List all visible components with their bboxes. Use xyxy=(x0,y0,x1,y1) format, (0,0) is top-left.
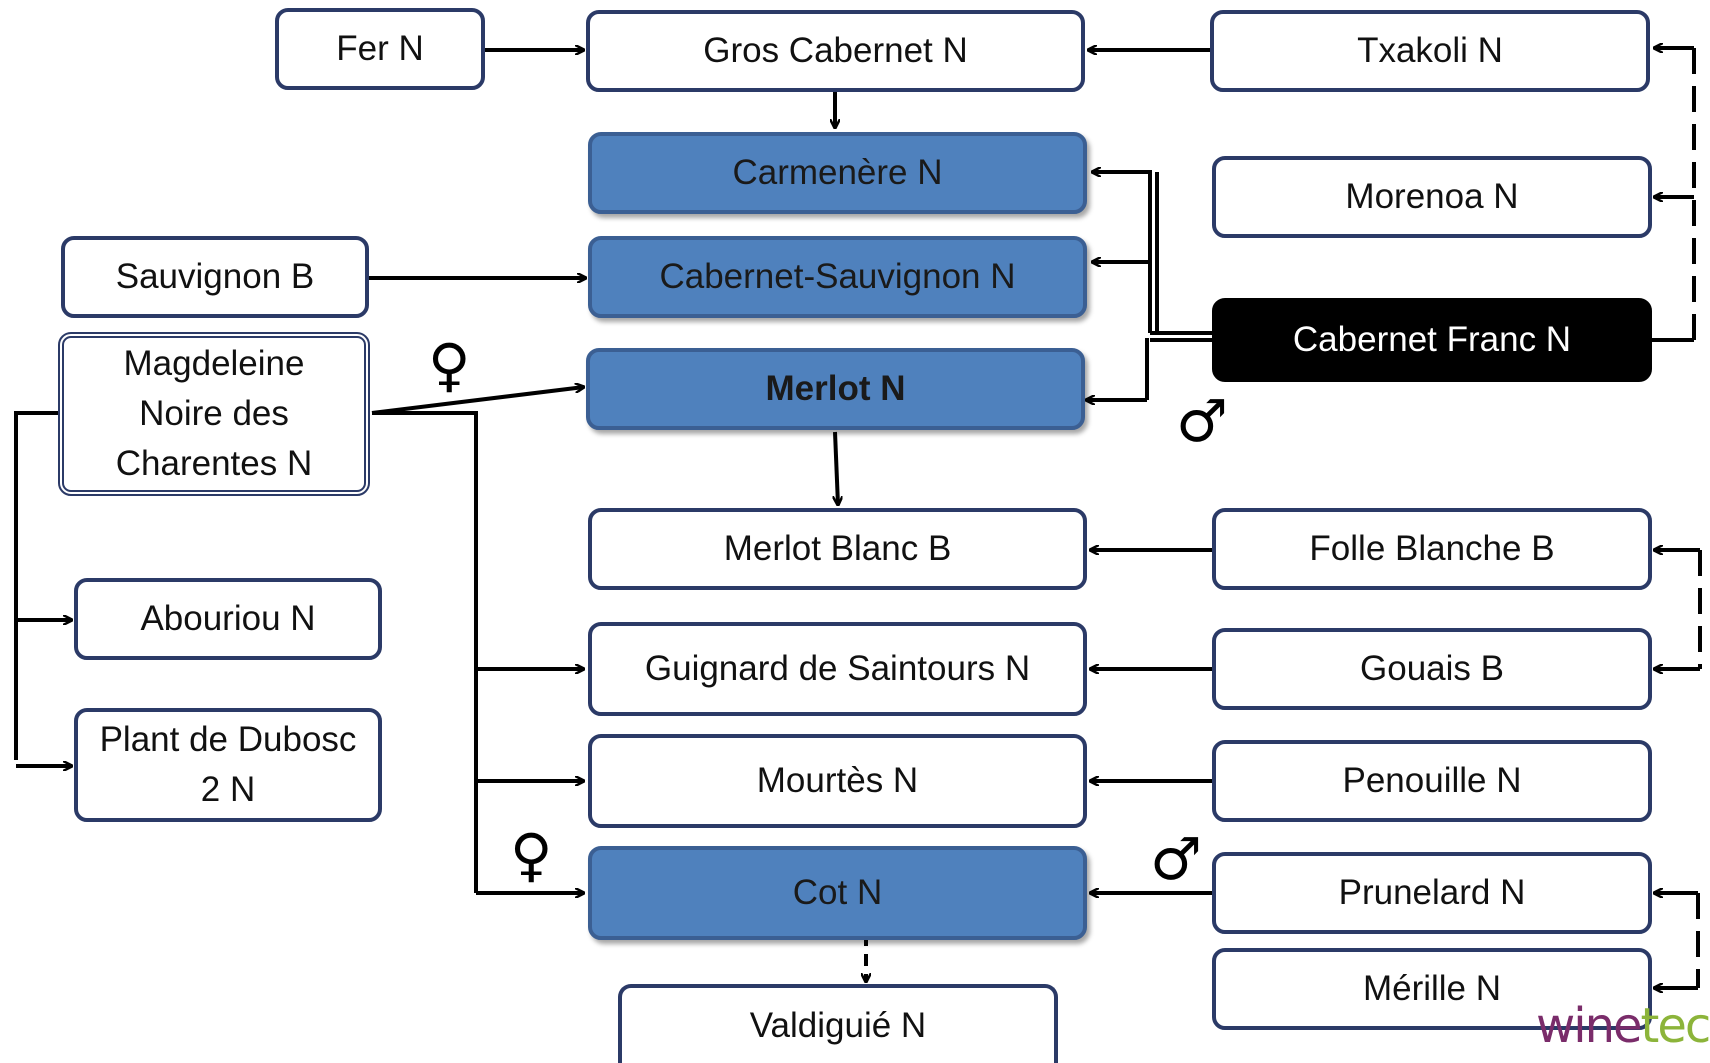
line-cabernet-franc-left xyxy=(1150,331,1212,342)
node-guignard-label: Guignard de Saintours N xyxy=(644,649,1031,688)
node-carmenere: Carmenère N xyxy=(588,132,1087,214)
male-symbol-cot: ♂ xyxy=(1150,825,1202,893)
node-cabernet-sauvignon-label: Cabernet-Sauvignon N xyxy=(659,257,1016,296)
node-gouais-label: Gouais B xyxy=(1360,649,1504,688)
node-penouille: Penouille N xyxy=(1212,740,1652,822)
node-folle-blanche: Folle Blanche B xyxy=(1212,508,1652,590)
node-prunelard: Prunelard N xyxy=(1212,852,1652,934)
node-plant-dubosc: Plant de Dubosc 2 N xyxy=(74,708,382,822)
node-morenoa: Morenoa N xyxy=(1212,156,1652,238)
node-cot: Cot N xyxy=(588,846,1087,940)
node-merlot: Merlot N xyxy=(586,348,1085,430)
line-magdeleine-trunk xyxy=(372,411,478,893)
female-symbol-merlot: ♀ xyxy=(428,331,471,399)
node-fer: Fer N xyxy=(275,8,485,90)
node-txakoli-label: Txakoli N xyxy=(1357,31,1503,70)
node-valdiguie-label: Valdiguié N xyxy=(749,1005,927,1045)
node-sauvignon-label: Sauvignon B xyxy=(115,257,315,296)
logo-part-wine: wine xyxy=(1536,1002,1643,1054)
node-gros-cabernet: Gros Cabernet N xyxy=(586,10,1085,92)
node-merille-label: Mérille N xyxy=(1362,969,1502,1008)
node-folle-blanche-label: Folle Blanche B xyxy=(1309,529,1555,568)
line-cabernet-franc-bus-upper xyxy=(1148,172,1159,333)
node-txakoli: Txakoli N xyxy=(1210,10,1650,92)
node-mourtes-label: Mourtès N xyxy=(756,761,919,800)
node-morenoa-label: Morenoa N xyxy=(1345,177,1519,216)
node-sauvignon: Sauvignon B xyxy=(61,236,369,318)
node-plant-dubosc-label: Plant de Dubosc 2 N xyxy=(99,720,357,809)
node-fer-label: Fer N xyxy=(336,29,424,68)
node-mourtes: Mourtès N xyxy=(588,734,1087,828)
node-carmenere-label: Carmenère N xyxy=(732,153,943,192)
male-symbol-merlot: ♂ xyxy=(1176,387,1228,455)
node-merille: Mérille N xyxy=(1212,948,1652,1030)
node-cot-label: Cot N xyxy=(792,873,883,912)
arrow-merlot-merlot-blanc xyxy=(835,431,838,505)
node-valdiguie: Valdiguié N xyxy=(618,984,1058,1063)
node-cabernet-franc: Cabernet Franc N xyxy=(1212,298,1652,382)
dashed-magdeleine-left xyxy=(14,411,62,760)
winetech-logo: winetech xyxy=(1536,1002,1710,1063)
node-penouille-label: Penouille N xyxy=(1342,761,1522,800)
node-abouriou: Abouriou N xyxy=(74,578,382,660)
node-gros-cabernet-label: Gros Cabernet N xyxy=(703,31,968,70)
node-merlot-label: Merlot N xyxy=(765,369,906,408)
node-merlot-blanc-label: Merlot Blanc B xyxy=(723,529,952,568)
node-merlot-blanc: Merlot Blanc B xyxy=(588,508,1087,590)
node-abouriou-label: Abouriou N xyxy=(140,599,316,638)
node-cabernet-franc-label: Cabernet Franc N xyxy=(1292,320,1572,359)
node-magdeleine-label: Magdeleine Noire des Charentes N xyxy=(115,344,313,483)
node-cabernet-sauvignon: Cabernet-Sauvignon N xyxy=(588,236,1087,318)
node-gouais: Gouais B xyxy=(1212,628,1652,710)
node-guignard: Guignard de Saintours N xyxy=(588,622,1087,716)
node-prunelard-label: Prunelard N xyxy=(1338,873,1526,912)
node-magdeleine: Magdeleine Noire des Charentes N xyxy=(58,332,370,496)
arrow-magdeleine-merlot xyxy=(371,387,584,415)
logo-part-tech: tech xyxy=(1640,1002,1710,1054)
female-symbol-cot: ♀ xyxy=(510,821,553,889)
